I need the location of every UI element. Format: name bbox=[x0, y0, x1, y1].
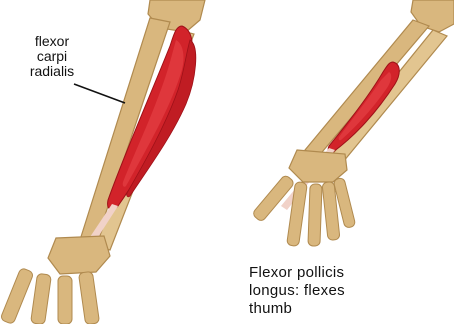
label-line: carpi bbox=[17, 49, 87, 64]
caption-line: thumb bbox=[249, 300, 449, 318]
flexor-carpi-radialis-label: flexor carpi radialis bbox=[17, 34, 87, 79]
label-pointer-line bbox=[74, 84, 125, 103]
finger-bone bbox=[308, 184, 322, 246]
finger-bone bbox=[287, 181, 308, 246]
label-line: flexor bbox=[17, 34, 87, 49]
caption-line: Flexor pollicis bbox=[249, 264, 449, 282]
wrist-bones bbox=[289, 150, 347, 182]
finger-bone bbox=[58, 276, 72, 324]
finger-bone bbox=[31, 273, 52, 324]
finger-bone bbox=[0, 267, 34, 324]
flexor-carpi-radialis-figure: flexor carpi radialis bbox=[0, 0, 225, 324]
finger-bone bbox=[78, 271, 99, 324]
caption-line: longus: flexes bbox=[249, 282, 449, 300]
wrist-bones bbox=[48, 236, 110, 274]
ulna-bone bbox=[305, 20, 429, 158]
label-line: radialis bbox=[17, 64, 87, 79]
flexor-pollicis-longus-figure: Flexor pollicis longus: flexes thumb bbox=[225, 0, 454, 324]
flexor-pollicis-longus-caption: Flexor pollicis longus: flexes thumb bbox=[249, 264, 449, 318]
